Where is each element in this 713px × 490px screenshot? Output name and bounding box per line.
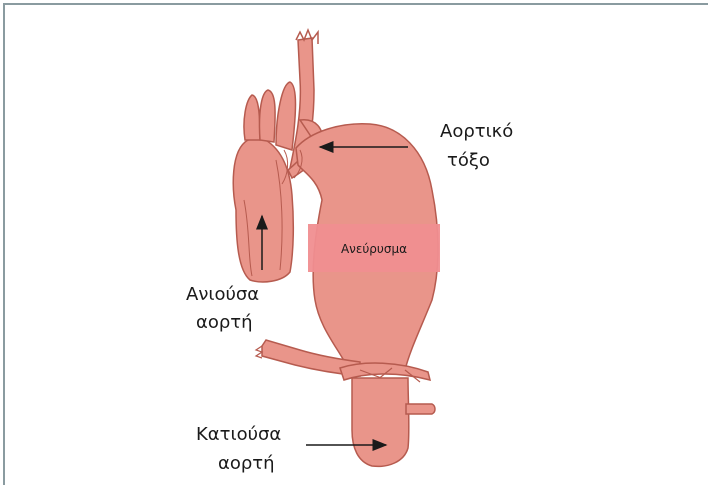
ascending-aorta-shape xyxy=(233,138,293,282)
ascending-branch-2 xyxy=(259,90,275,142)
ascending-label-line2: αορτή xyxy=(196,312,253,333)
descending-side-branch xyxy=(406,404,435,414)
intercostal-frays xyxy=(256,346,262,358)
ascending-branch-3 xyxy=(276,82,296,150)
ascending-label-line1: Ανιούσα xyxy=(186,284,259,305)
aortic-arch-label-line1: Αορτικό xyxy=(440,121,513,142)
ascending-branch-1 xyxy=(244,95,260,140)
descending-label-line2: αορτή xyxy=(218,453,275,474)
descending-aorta-shape xyxy=(352,378,409,466)
descending-label-line1: Κατιούσα xyxy=(196,424,281,445)
aortic-arch-label-line2: τόξο xyxy=(447,150,490,171)
aneurysm-label: Ανεύρυσμα xyxy=(341,242,407,256)
